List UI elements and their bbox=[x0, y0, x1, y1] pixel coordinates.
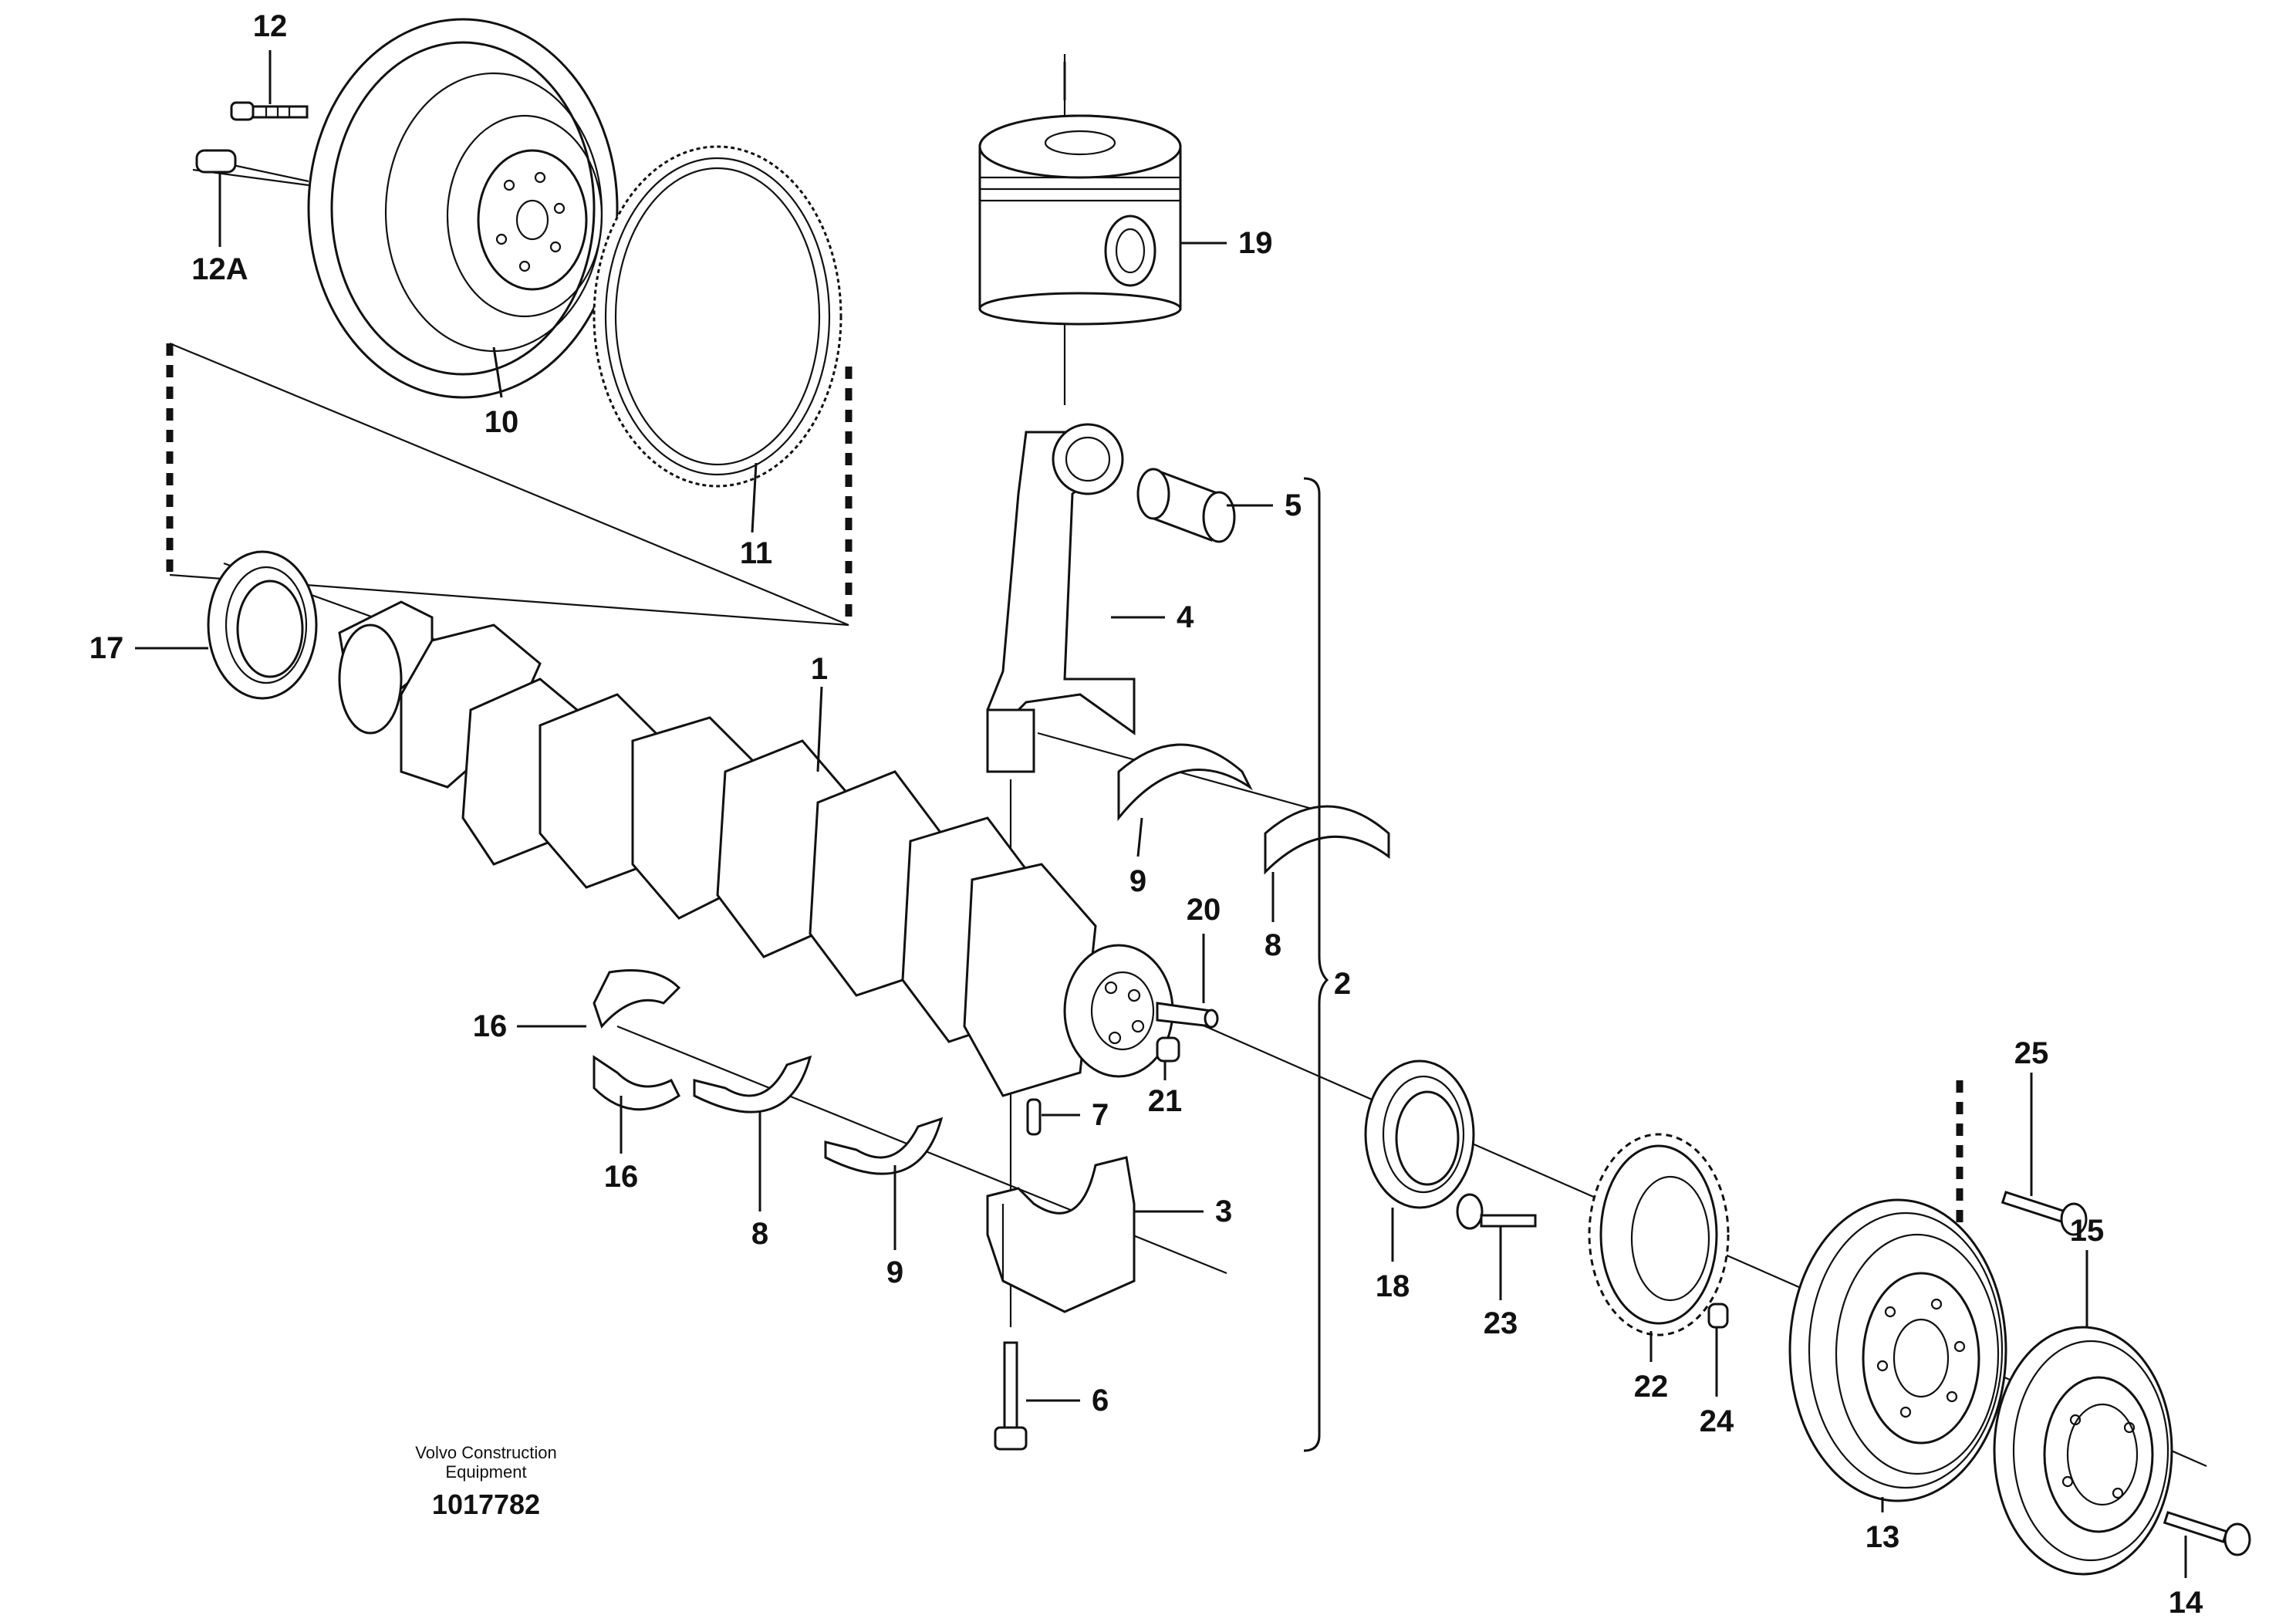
callout-2: 2 bbox=[1334, 967, 1351, 1001]
callout-labels: 12 12A 10 11 17 1 5 4 19 9 8 2 20 21 16 … bbox=[89, 9, 2203, 1620]
bracket-2 bbox=[1303, 477, 1329, 1452]
callout-3: 3 bbox=[1215, 1195, 1232, 1228]
callout-19: 19 bbox=[1238, 226, 1273, 260]
callout-16-upper: 16 bbox=[473, 1009, 508, 1043]
callout-8-upper: 8 bbox=[1264, 928, 1281, 962]
main-bearing-shell-lower-8 bbox=[693, 1055, 812, 1113]
callout-12a: 12A bbox=[191, 252, 248, 286]
brand-line-2: Equipment bbox=[445, 1462, 526, 1482]
callout-17: 17 bbox=[89, 631, 124, 665]
callout-8-lower: 8 bbox=[751, 1217, 768, 1251]
callout-22: 22 bbox=[1634, 1370, 1669, 1404]
callout-25: 25 bbox=[2014, 1036, 2049, 1070]
pulley-bolt-25 bbox=[2001, 1191, 2088, 1236]
cap-bolt bbox=[994, 1341, 1028, 1451]
front-crank-seal bbox=[1364, 1059, 1475, 1209]
bearing-shell-9-upper bbox=[1117, 743, 1253, 822]
crankshaft-pulley bbox=[1788, 1198, 2007, 1502]
callout-5: 5 bbox=[1285, 488, 1302, 522]
flywheel-bolt bbox=[230, 101, 309, 121]
callout-23: 23 bbox=[1484, 1306, 1518, 1340]
main-bearing-cap bbox=[986, 1156, 1136, 1313]
piston-pin-bushing bbox=[1136, 468, 1236, 543]
thrust-washer-lower bbox=[593, 1055, 680, 1111]
doc-number: 1017782 bbox=[432, 1489, 540, 1520]
flywheel-dowel bbox=[195, 149, 237, 174]
dowel-pin-21 bbox=[1156, 1036, 1180, 1063]
callout-6: 6 bbox=[1092, 1384, 1109, 1418]
main-bearing-shell-lower-9 bbox=[824, 1117, 944, 1175]
brand-line-1: Volvo Construction bbox=[415, 1443, 556, 1462]
ring-gear bbox=[593, 145, 842, 488]
vibration-damper bbox=[1993, 1326, 2173, 1576]
callout-4: 4 bbox=[1177, 600, 1194, 634]
sensor-wheel bbox=[1588, 1133, 1730, 1336]
flywheel bbox=[307, 18, 619, 399]
rear-crank-seal bbox=[207, 550, 318, 700]
callout-7: 7 bbox=[1092, 1098, 1109, 1132]
leader-lines bbox=[135, 50, 2187, 1578]
callout-1: 1 bbox=[811, 652, 828, 686]
damper-bolt-14 bbox=[2163, 1511, 2251, 1556]
dowel-pin-20 bbox=[1156, 1002, 1219, 1029]
crankshaft bbox=[338, 600, 1174, 1097]
sensor-wheel-bolt bbox=[1456, 1193, 1537, 1230]
callout-24: 24 bbox=[1700, 1404, 1734, 1438]
locating-pin-7 bbox=[1026, 1098, 1042, 1136]
callout-9-lower: 9 bbox=[886, 1255, 903, 1289]
thrust-washer-upper bbox=[593, 969, 681, 1029]
callout-11: 11 bbox=[740, 536, 772, 570]
callout-16-lower: 16 bbox=[604, 1160, 639, 1194]
callout-18: 18 bbox=[1376, 1269, 1410, 1303]
callout-13: 13 bbox=[1866, 1520, 1900, 1554]
callout-9-upper: 9 bbox=[1129, 864, 1146, 898]
callout-21: 21 bbox=[1148, 1084, 1183, 1118]
piston bbox=[978, 114, 1182, 326]
footer: Volvo Construction Equipment 1017782 bbox=[415, 1443, 556, 1520]
callout-15: 15 bbox=[2070, 1214, 2105, 1248]
bearing-shell-8-upper bbox=[1264, 805, 1390, 875]
connecting-rod bbox=[986, 423, 1136, 773]
pin-24 bbox=[1707, 1303, 1729, 1329]
callout-10: 10 bbox=[485, 405, 519, 439]
callout-14: 14 bbox=[2169, 1586, 2203, 1620]
callout-12: 12 bbox=[253, 9, 288, 43]
callout-20: 20 bbox=[1187, 893, 1221, 927]
